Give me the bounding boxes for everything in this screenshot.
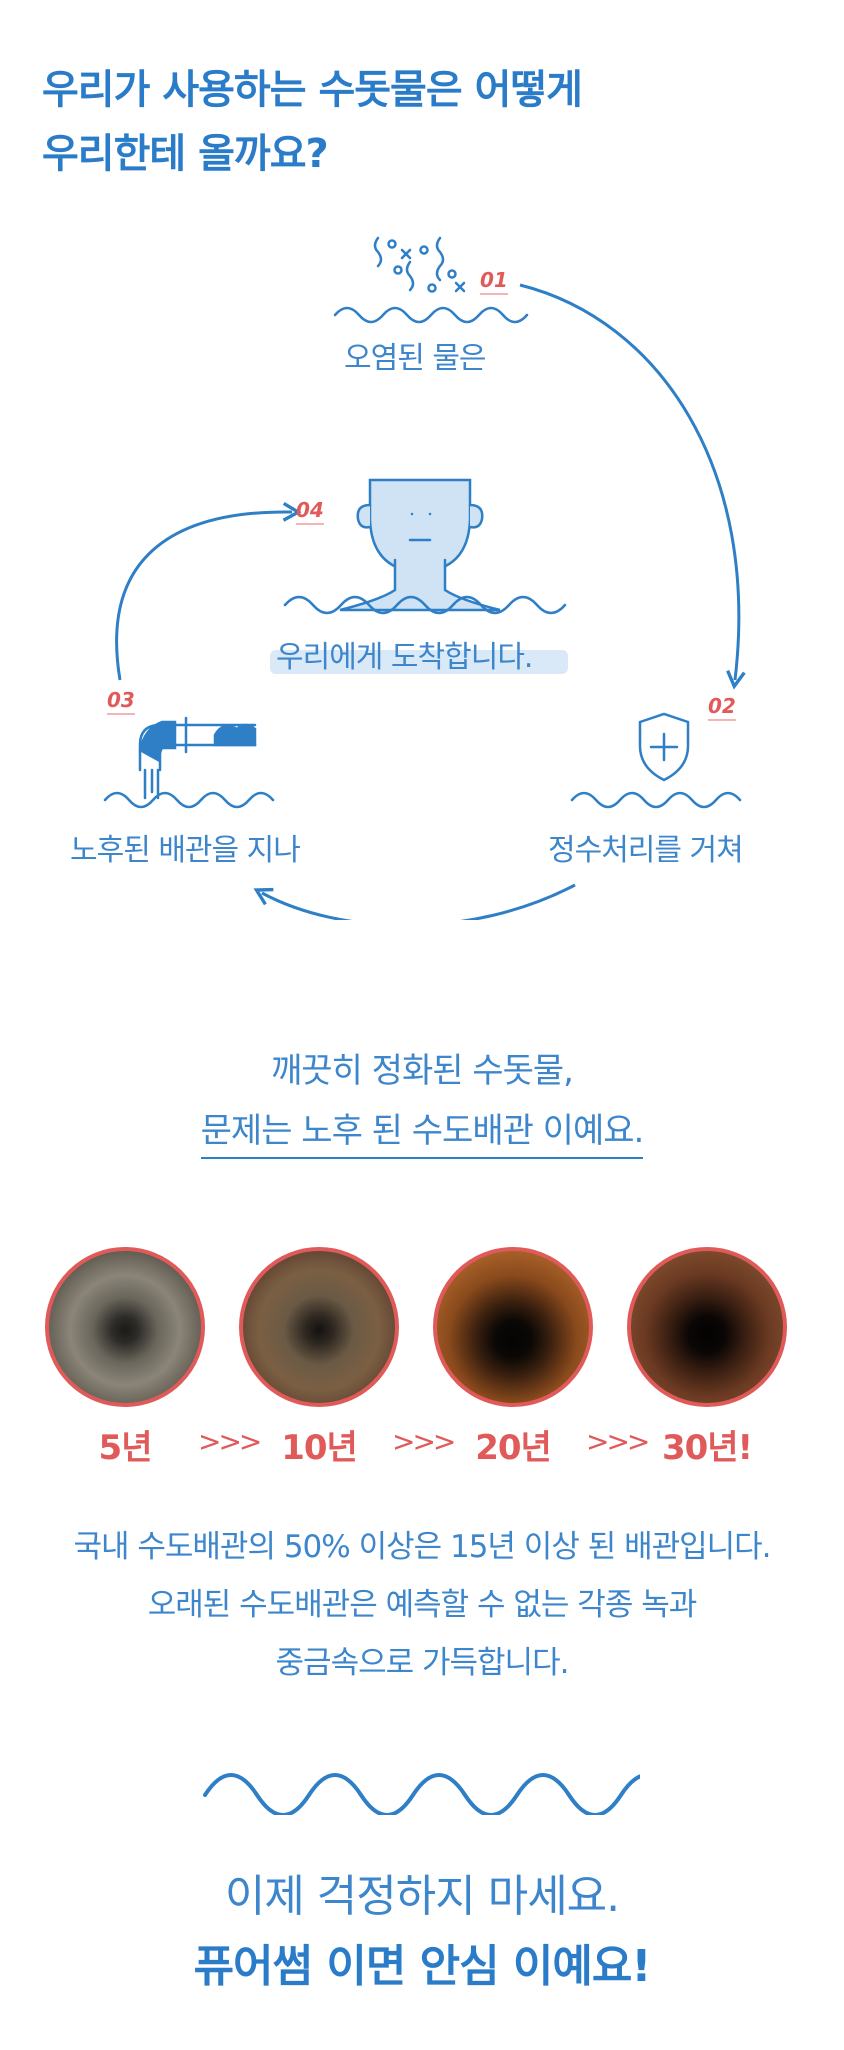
year-20: 20년 bbox=[475, 1428, 552, 1468]
summary-line-1: 깨끗히 정화된 수돗물, bbox=[271, 1051, 574, 1091]
title-line-1: 우리가 사용하는 수돗물은 어떻게 bbox=[42, 67, 583, 113]
highlight-bar bbox=[270, 650, 568, 674]
separator-arrow-3: >>> bbox=[586, 1425, 650, 1458]
info-line-2: 오래된 수도배관은 예측할 수 없는 각종 녹과 bbox=[147, 1587, 697, 1623]
water-cycle-diagram bbox=[103, 236, 746, 920]
pipe-photo-30-years bbox=[627, 1247, 787, 1407]
person-icon bbox=[283, 478, 567, 615]
step-03-label: 노후된 배관을 지나 bbox=[70, 833, 301, 868]
separator-arrow-2: >>> bbox=[392, 1425, 456, 1458]
year-5: 5년 bbox=[98, 1428, 153, 1468]
year-30: 30년! bbox=[661, 1428, 753, 1468]
step-04-number: 04 bbox=[296, 498, 324, 525]
closing-line-2: 퓨어썸 이면 안심 이예요! bbox=[193, 1941, 652, 1992]
info-paragraph: 국내 수도배관의 50% 이상은 15년 이상 된 배관입니다. 오래된 수도배… bbox=[0, 1518, 844, 1692]
step-04-label: 우리에게 도착합니다. bbox=[276, 640, 533, 675]
pipe-photo-20-years bbox=[433, 1247, 593, 1407]
pipe-photo-10-years bbox=[239, 1247, 399, 1407]
step-03-number: 03 bbox=[107, 688, 135, 715]
step-02-number: 02 bbox=[708, 694, 736, 721]
year-10: 10년 bbox=[281, 1428, 358, 1468]
arrow-02-to-03 bbox=[253, 883, 576, 920]
separator-arrow-1: >>> bbox=[198, 1425, 262, 1458]
summary-line-2-wrap: 문제는 노후 된 수도배관 이예요. bbox=[0, 1103, 844, 1159]
arrow-03-to-04 bbox=[115, 502, 302, 681]
wave-divider bbox=[203, 1773, 640, 1815]
info-line-3: 중금속으로 가득합니다. bbox=[275, 1645, 570, 1681]
step-02-label: 정수처리를 거쳐 bbox=[548, 833, 744, 868]
info-line-1: 국내 수도배관의 50% 이상은 15년 이상 된 배관입니다. bbox=[73, 1529, 771, 1565]
arrow-01-to-02 bbox=[519, 283, 746, 690]
step-01-number: 01 bbox=[480, 268, 508, 295]
title-line-2: 우리한테 올까요? bbox=[42, 131, 329, 177]
page-title: 우리가 사용하는 수돗물은 어떻게 우리한테 올까요? bbox=[42, 58, 583, 186]
rusty-pipe-icon bbox=[103, 716, 275, 809]
polluted-water-icon bbox=[333, 236, 529, 324]
closing-line-1: 이제 걱정하지 마세요. bbox=[224, 1871, 620, 1922]
shield-icon bbox=[570, 712, 742, 809]
summary-line-2: 문제는 노후 된 수도배관 이예요. bbox=[200, 1111, 644, 1159]
step-01-label: 오염된 물은 bbox=[344, 341, 487, 376]
pipe-photo-5-years bbox=[45, 1247, 205, 1407]
